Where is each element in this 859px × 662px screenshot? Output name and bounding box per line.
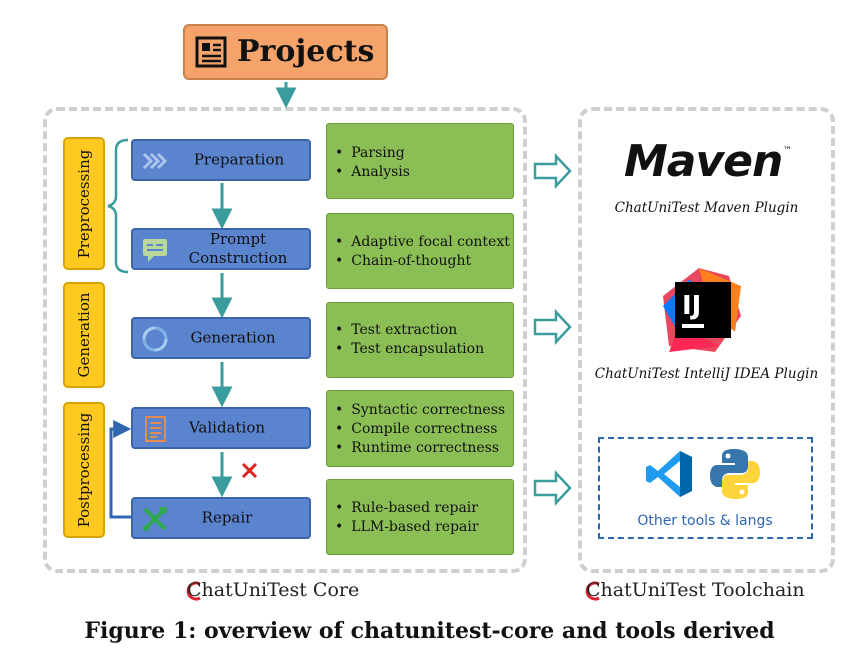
toolchain-caption: ChatUniTest Toolchain [586, 579, 805, 601]
checklist-icon [145, 416, 166, 442]
step-validation: Validation [131, 407, 311, 449]
chat-icon [143, 239, 167, 262]
tools-icon [143, 507, 167, 531]
detail-item: Chain-of-thought [335, 252, 507, 271]
detail-item: Test encapsulation [335, 340, 507, 359]
maven-logo: Maven ™ [624, 136, 794, 188]
step-label: Repair [201, 508, 253, 527]
chatunitest-logo-icon [186, 581, 201, 601]
chevrons-icon [142, 152, 168, 170]
detail-item: Adaptive focal context [335, 233, 510, 252]
maven-trademark: ™ [783, 146, 792, 156]
chatunitest-logo-icon [585, 581, 600, 601]
detail-item: Parsing [335, 144, 507, 163]
detail-item: Syntactic correctness [335, 401, 507, 420]
vscode-icon [646, 451, 692, 497]
phase-preprocessing: Preprocessing [63, 137, 105, 270]
step-prompt-construction: Prompt Construction [131, 228, 311, 270]
document-icon [195, 36, 227, 68]
phase-label: Generation [75, 292, 93, 378]
details-generation: Test extraction Test encapsulation [326, 302, 514, 378]
details-repair: Rule-based repair LLM-based repair [326, 479, 514, 555]
to-intellij-arrow [533, 308, 572, 346]
projects-label: Projects [237, 34, 375, 69]
intellij-plugin-label: ChatUniTest IntelliJ IDEA Plugin [594, 366, 819, 382]
preprocessing-brace [107, 138, 129, 274]
detail-item: Analysis [335, 163, 507, 182]
projects-box: Projects [183, 24, 388, 80]
detail-item: Runtime correctness [335, 439, 507, 458]
phase-postprocessing: Postprocessing [63, 402, 105, 538]
intellij-logo-icon: IJ [663, 268, 741, 352]
phase-label: Postprocessing [75, 412, 93, 528]
figure-caption: Figure 1: overview of chatunitest-core a… [84, 618, 775, 644]
maven-logo-text: Maven [624, 136, 783, 187]
detail-item: Compile correctness [335, 420, 507, 439]
cycle-icon [142, 326, 168, 352]
step-label: Preparation [193, 150, 285, 169]
to-other-tools-arrow [533, 469, 572, 507]
detail-item: LLM-based repair [335, 518, 507, 537]
intellij-logo-text: IJ [682, 291, 701, 321]
to-maven-arrow [533, 152, 572, 190]
details-validation: Syntactic correctness Compile correctnes… [326, 390, 514, 467]
fail-icon [241, 462, 258, 479]
python-icon [710, 449, 760, 499]
phase-label: Preprocessing [75, 149, 93, 258]
step-label: Generation [190, 328, 276, 347]
core-container [43, 107, 527, 573]
details-preparation: Parsing Analysis [326, 123, 514, 199]
repair-loop-arrow [109, 420, 132, 519]
phase-generation: Generation [63, 282, 105, 388]
toolchain-container [578, 107, 835, 573]
step-repair: Repair [131, 497, 311, 539]
step-generation: Generation [131, 317, 311, 359]
other-tools-label: Other tools & langs [637, 513, 773, 529]
maven-plugin-label: ChatUniTest Maven Plugin [614, 200, 799, 216]
core-caption: ChatUniTest Core [187, 579, 360, 601]
step-label: Validation [188, 418, 266, 437]
step-preparation: Preparation [131, 139, 311, 181]
detail-item: Rule-based repair [335, 499, 507, 518]
step-label: Prompt Construction [188, 230, 288, 267]
detail-item: Test extraction [335, 321, 507, 340]
details-prompt: Adaptive focal context Chain-of-thought [326, 213, 514, 289]
other-tools-box: Other tools & langs [598, 437, 813, 539]
